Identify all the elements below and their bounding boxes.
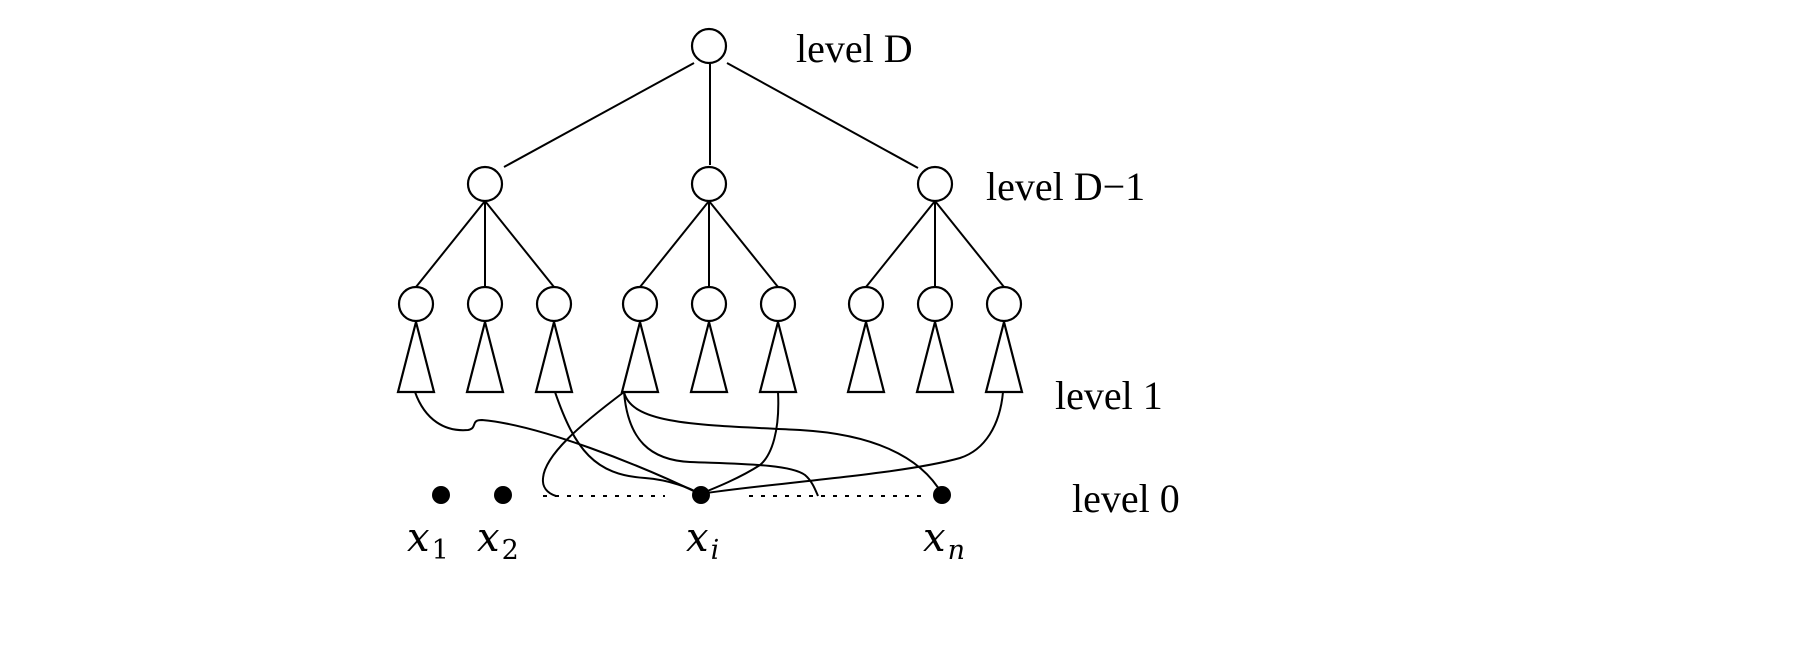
label-xn-sub: n [948,535,965,566]
wire-subtree-1 [414,391,701,495]
label-xn-base: x [923,515,946,561]
node-4 [621,285,659,323]
edge-root-left [503,62,695,168]
label-level-d: level D [796,26,913,71]
label-xi: xi [686,515,719,566]
input-xi-point [692,486,710,504]
label-x1: x1 [407,515,449,566]
node-1 [397,285,435,323]
input-x1-point [432,486,450,504]
subtree-triangle-2 [465,321,505,394]
input-x2-point [494,486,512,504]
input-wires [414,391,1004,497]
edge-root-right [726,62,919,169]
level-d-minus-2-nodes [397,285,1023,323]
node-6 [759,285,797,323]
subtree-triangle-3 [534,321,574,394]
input-xn-point [933,486,951,504]
wire-subtree-6 [699,391,780,495]
node-7 [847,285,885,323]
wire-subtree-3 [554,391,701,495]
root-node [690,27,728,65]
edge-left-c [484,200,555,288]
node-8 [916,285,954,323]
label-xn: xn [923,515,965,566]
level-d-minus-1-node-left [466,165,504,203]
edge-right-a [865,200,936,288]
wire-subtree-4-to-xi [623,391,819,497]
label-x2-sub: 2 [502,535,519,566]
edge-mid-a [639,200,710,288]
label-x1-base: x [407,515,430,561]
wire-subtree-4-to-xn [623,391,943,495]
node-5 [690,285,728,323]
label-x2: x2 [477,515,519,566]
edge-left-a [415,200,486,288]
label-xi-sub: i [711,535,720,566]
subtree-triangle-7 [846,321,886,394]
label-x2-base: x [477,515,500,561]
subtree-triangles [396,321,1024,394]
label-level-0: level 0 [1072,476,1180,521]
node-2 [466,285,504,323]
wire-subtree-4-to-left [541,391,625,497]
node-3 [535,285,573,323]
subtree-triangle-1 [396,321,436,394]
label-xi-base: x [686,515,709,561]
wire-subtree-9 [699,391,1004,495]
node-9 [985,285,1023,323]
edge-mid-c [708,200,779,288]
level-d-minus-1-edges [415,200,1005,288]
subtree-triangle-6 [758,321,798,394]
root-edges [503,62,919,169]
subtree-triangle-9 [984,321,1024,394]
edge-right-c [934,200,1005,288]
level-d-minus-1-node-middle [690,165,728,203]
subtree-triangle-5 [689,321,729,394]
level-d-minus-1-node-right [916,165,954,203]
label-x1-sub: 1 [432,535,449,566]
label-level-d-minus-1: level D−1 [986,164,1145,209]
label-level-1: level 1 [1055,373,1163,418]
subtree-triangle-8 [915,321,955,394]
subtree-triangle-4 [620,321,660,394]
